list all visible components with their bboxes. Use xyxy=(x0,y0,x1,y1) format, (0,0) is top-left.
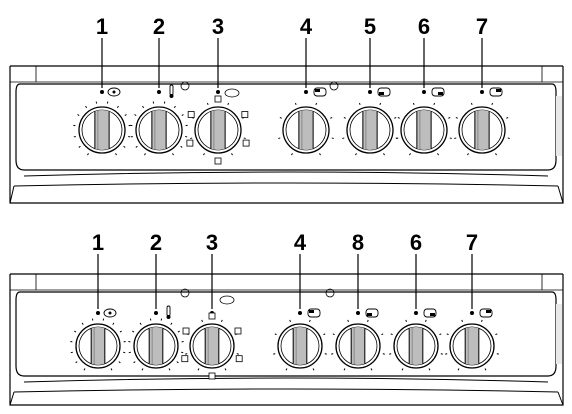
knob-number-label: 1 xyxy=(96,14,108,39)
control-knob-7[interactable] xyxy=(445,308,499,371)
knob-number-label: 7 xyxy=(476,14,488,39)
control-knob-2[interactable] xyxy=(130,84,188,156)
knob-number-label: 1 xyxy=(92,230,104,255)
indicator-dot xyxy=(368,90,372,94)
hotplate-front-left-icon xyxy=(377,87,391,97)
knob-number-label: 3 xyxy=(212,14,224,39)
knob-number-label: 6 xyxy=(418,14,430,39)
control-knob-1[interactable] xyxy=(73,87,131,156)
knob-number-label: 4 xyxy=(294,230,307,255)
control-knob-2[interactable] xyxy=(128,305,184,371)
knob-number-label: 8 xyxy=(352,230,364,255)
indicator-dot xyxy=(480,90,484,94)
control-knob-5[interactable] xyxy=(342,87,398,156)
knob-number-label: 6 xyxy=(410,230,422,255)
hotplate-front-right-icon xyxy=(423,308,437,318)
indicator-dot xyxy=(157,90,161,94)
panel-bottom xyxy=(9,273,564,406)
knob-number-label: 2 xyxy=(150,230,162,255)
control-knob-1[interactable] xyxy=(70,308,126,371)
control-knob-3[interactable] xyxy=(186,90,250,165)
control-knob-8[interactable] xyxy=(331,308,385,371)
control-knob-6[interactable] xyxy=(389,308,443,371)
control-knob-7[interactable] xyxy=(454,87,510,156)
control-knob-3[interactable] xyxy=(181,311,243,380)
control-knob-6[interactable] xyxy=(396,87,452,156)
panel-top xyxy=(9,65,564,204)
hotplate-rear-right-icon xyxy=(489,87,503,97)
indicator-dot xyxy=(304,90,308,94)
indicator-dot xyxy=(422,90,426,94)
hotplate-rear-left-icon xyxy=(313,87,327,97)
hotplate-front-left-icon xyxy=(365,308,379,318)
indicator-dot xyxy=(96,311,100,315)
indicator-dot xyxy=(356,311,360,315)
knob-number-label: 3 xyxy=(206,230,218,255)
thermometer-icon xyxy=(166,305,171,319)
hotplate-front-right-icon xyxy=(431,87,445,97)
indicator-dot xyxy=(470,311,474,315)
indicator-dot xyxy=(298,311,302,315)
thermometer-icon xyxy=(169,84,174,98)
knob-number-label: 5 xyxy=(364,14,376,39)
indicator-dot xyxy=(100,90,104,94)
timer-icon xyxy=(103,308,117,318)
knob-number-label: 7 xyxy=(466,230,478,255)
control-knob-4[interactable] xyxy=(273,308,327,371)
indicator-dot xyxy=(414,311,418,315)
control-knob-4[interactable] xyxy=(278,87,334,156)
indicator-dot xyxy=(216,90,220,94)
hotplate-rear-left-icon xyxy=(307,308,321,318)
knob-number-label: 2 xyxy=(153,14,165,39)
indicator-dot xyxy=(154,311,158,315)
hotplate-rear-right-icon xyxy=(479,308,493,318)
timer-icon xyxy=(107,87,121,97)
knob-number-label: 4 xyxy=(300,14,313,39)
